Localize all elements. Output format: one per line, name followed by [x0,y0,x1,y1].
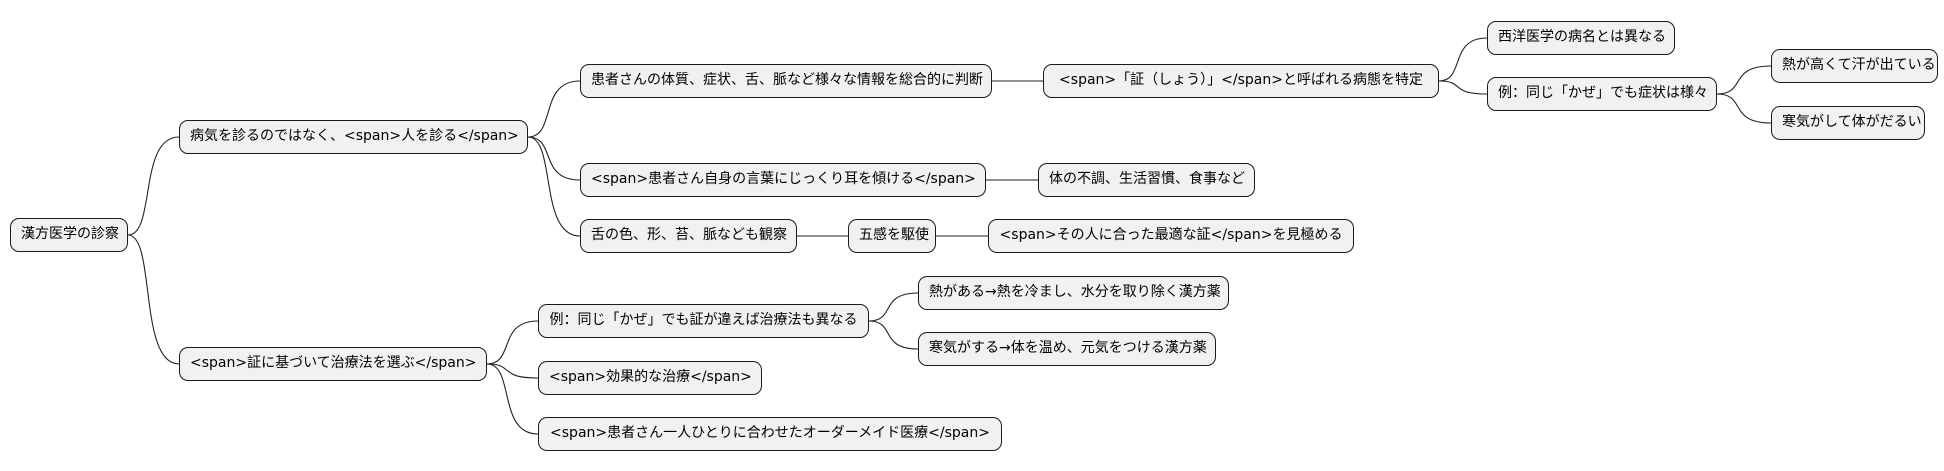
node-n2-1-2: 寒気がする→体を温め、元気をつける漢方薬 [918,332,1216,366]
node-n1-1-1-2: 例：同じ「かぜ」でも症状は様々 [1487,77,1717,111]
node-n1-1-1-2-2: 寒気がして体がだるい [1771,106,1925,140]
node-n1: 病気を診るのではなく、<span>人を診る</span> [179,120,528,154]
edge-node-n1-1-1-2-2 [1716,93,1772,124]
edge-node-n2 [127,234,180,365]
node-n1-3: 舌の色、形、苔、脈なども観察 [580,219,797,253]
edge-node-n1-2 [527,136,581,181]
node-n1-3-1: 五感を駆使 [848,219,936,253]
node-n1-1-1-2-1: 熱が高くて汗が出ている [1771,49,1938,83]
node-n1-1-1-1: 西洋医学の病名とは異なる [1487,21,1675,55]
node-n2-1-1: 熱がある→熱を冷まし、水分を取り除く漢方薬 [918,276,1229,310]
edge-node-n2-1-1 [868,292,919,322]
edge-node-n1-1 [527,80,581,138]
node-n2-1: 例：同じ「かぜ」でも証が違えば治療法も異なる [538,304,869,338]
edge-node-n2-2 [486,363,539,379]
edge-node-n1-1-1-2-1 [1716,65,1772,95]
node-n2-2: <span>効果的な治療</span> [538,361,762,395]
edge-node-n2-1-2 [868,320,919,350]
node-n2-3: <span>患者さん一人ひとりに合わせたオーダーメイド医療</span> [538,417,1002,451]
node-n1-3-1-1: <span>その人に合った最適な証</span>を見極める [988,219,1354,253]
edge-node-n1-1-1-1 [1438,37,1488,82]
node-n1-1: 患者さんの体質、症状、舌、脈など様々な情報を総合的に判断 [580,64,992,98]
node-n2: <span>証に基づいて治療法を選ぶ</span> [179,347,487,381]
node-n1-2-1: 体の不調、生活習慣、食事など [1038,163,1255,197]
node-n1-1-1: <span>「証（しょう）」</span>と呼ばれる病態を特定 [1043,64,1439,98]
edge-node-n2-3 [486,363,539,435]
edge-node-n1 [127,136,180,236]
edge-node-n2-1 [486,320,539,365]
edge-node-n1-3 [527,136,581,237]
edge-node-n1-1-1-2 [1438,80,1488,95]
node-root: 漢方医学の診察 [10,218,128,252]
node-n1-2: <span>患者さん自身の言葉にじっくり耳を傾ける</span> [580,163,986,197]
